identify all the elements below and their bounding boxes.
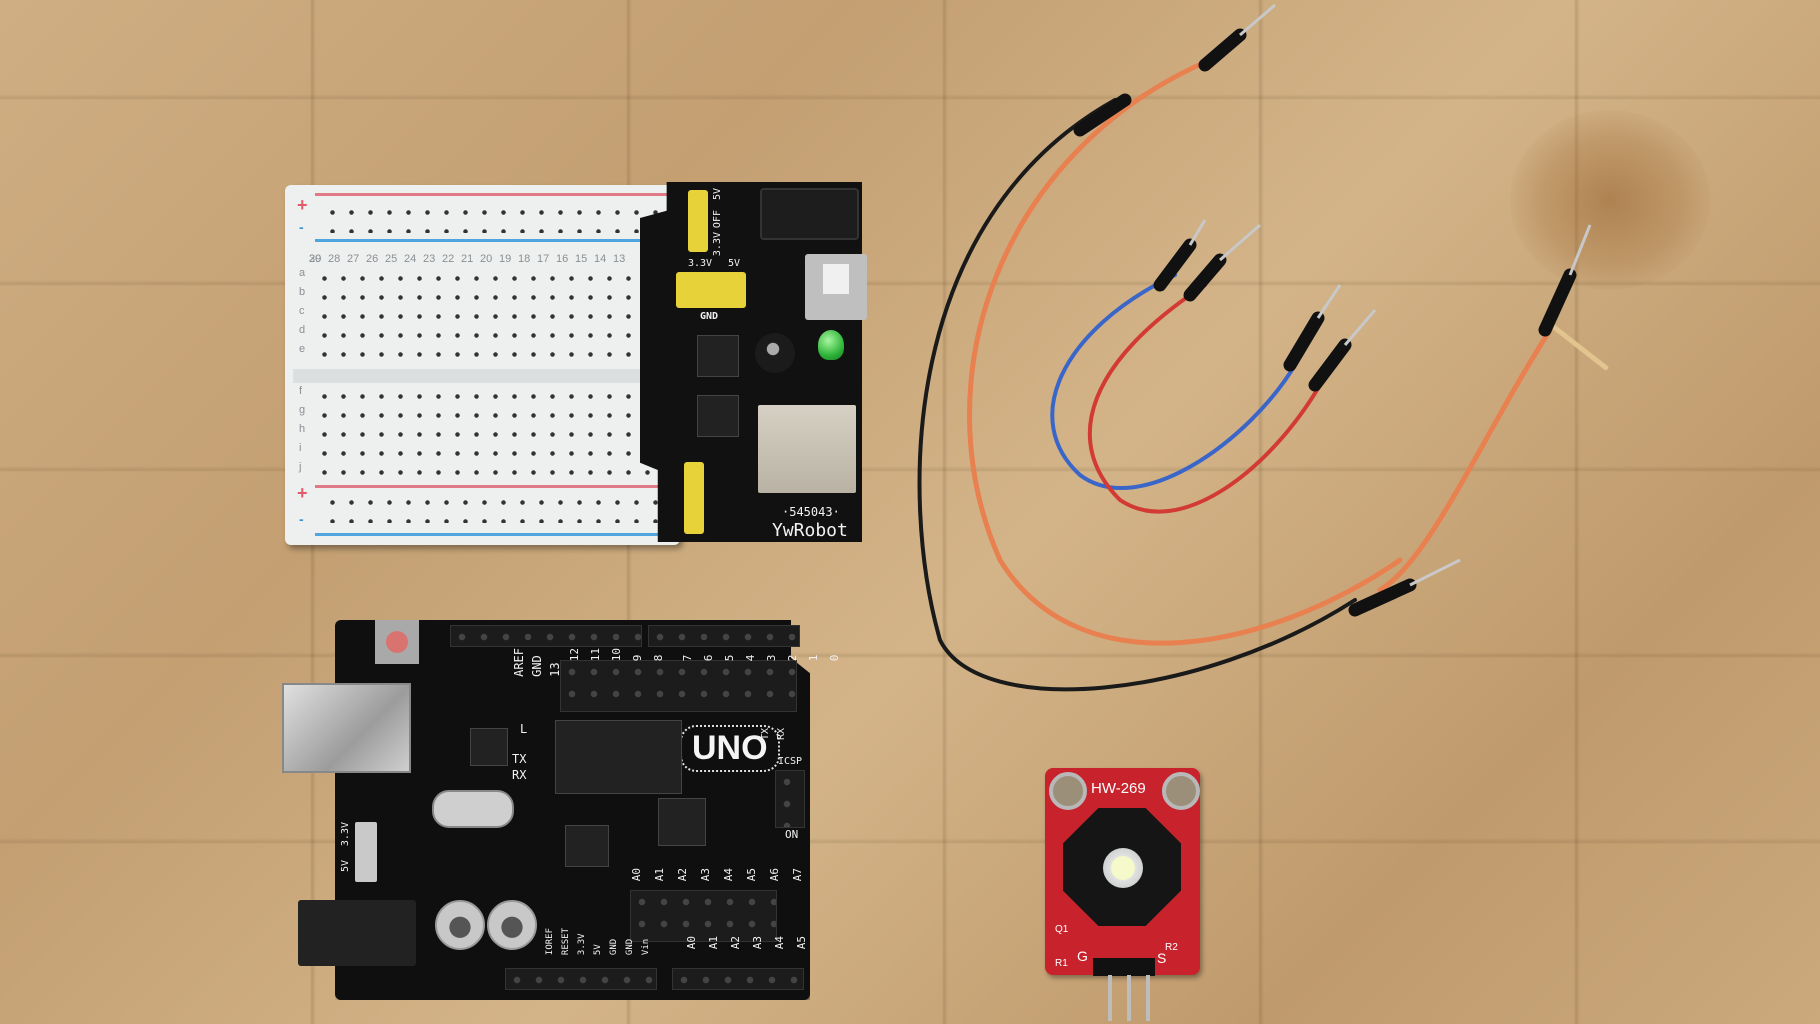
connector-housing [1198,28,1247,72]
center-trench [293,369,673,383]
icsp-header [775,770,805,828]
bottom-power-rail: + - [293,483,673,539]
power-led-lens [1103,848,1143,888]
electrolytic-capacitor [755,333,795,373]
voltage-regulator [697,395,739,437]
uno-logo: UNO [680,725,780,772]
g-pin-label: G [1077,948,1088,964]
header-label-gnd: GND [700,311,719,322]
terminal-holes-top [315,269,655,364]
digital-header-high [450,625,642,647]
connector-housing [1348,578,1417,617]
r2-label: R2 [1165,942,1178,953]
header-pins [1100,975,1150,1021]
breadboard: + - 30 29 28 27 26 25 24 23 22 21 20 19 … [285,185,680,545]
module-model-label: HW-269 [1091,780,1146,797]
connector-housing [1283,311,1325,372]
reset-button [375,620,419,664]
led-tx-label: TX [512,752,527,766]
module-number: ·545043· [782,505,840,519]
digital-header-low [648,625,800,647]
blue-wire [1050,273,1297,490]
led-rx-label: RX [512,768,527,782]
atmega328p-chip [658,798,706,846]
connector-housing [1153,238,1197,292]
usb-b-port [282,683,411,773]
pin-header [1093,958,1155,976]
terminal-holes-bottom [315,387,655,482]
usb-serial-chip [470,728,508,766]
rail-minus-label: - [299,511,304,527]
sensor-shield-pins [560,660,797,712]
usb-a-port [758,405,856,493]
dc-barrel-jack [760,188,859,240]
black-wire [917,98,1357,692]
analog-header [672,968,804,990]
analog-sensor-pins [630,890,777,942]
red-wire [1087,283,1322,514]
header-label-3v3: 3.3V [688,258,713,269]
surface-stain [1510,110,1710,290]
row-labels-top: a b c d e [299,267,306,355]
voltage-select-switch [355,822,377,882]
connector-housing [1073,93,1132,137]
on-led-label: ON [785,828,799,841]
r1-label: R1 [1055,958,1068,969]
voltage-regulator [565,825,609,867]
power-output-header [676,272,746,308]
q1-label: Q1 [1055,924,1069,935]
orange-wire-2 [1377,327,1553,593]
connector-housing [1538,268,1577,337]
rail-plus-label: + [297,195,308,215]
row-labels-bottom: f g h i j [299,385,306,473]
mounting-hole [1049,772,1087,810]
mounting-hole [1162,772,1200,810]
connector-housing [1183,253,1227,302]
power-led [818,330,844,360]
electrolytic-capacitor [487,900,537,950]
column-numbers-top: 30 29 28 27 26 25 24 23 22 21 20 19 18 1… [309,253,626,265]
power-header [505,968,657,990]
component-block [555,720,682,794]
power-switch [805,254,867,320]
jumper-cap-top [688,190,708,252]
electrolytic-capacitor [435,900,485,950]
dc-power-jack [298,900,416,966]
jumper-cap-bottom [684,462,704,534]
led-l-label: L [520,722,528,736]
voltage-regulator [697,335,739,377]
header-label-5v: 5V [728,258,741,269]
crystal-oscillator [432,790,514,828]
s-pin-label: S [1157,950,1167,966]
top-power-rail: + - [293,189,673,245]
icsp-label: ICSP [778,756,803,767]
brand-label: YwRobot [772,520,848,541]
led-module-hw269: HW-269 Q1 R1 R2 G S [1045,768,1200,1021]
rail-minus-label: - [299,219,304,235]
orange-wire-1 [967,57,1403,646]
rail-plus-label: + [297,483,308,503]
connector-housing [1308,338,1352,392]
